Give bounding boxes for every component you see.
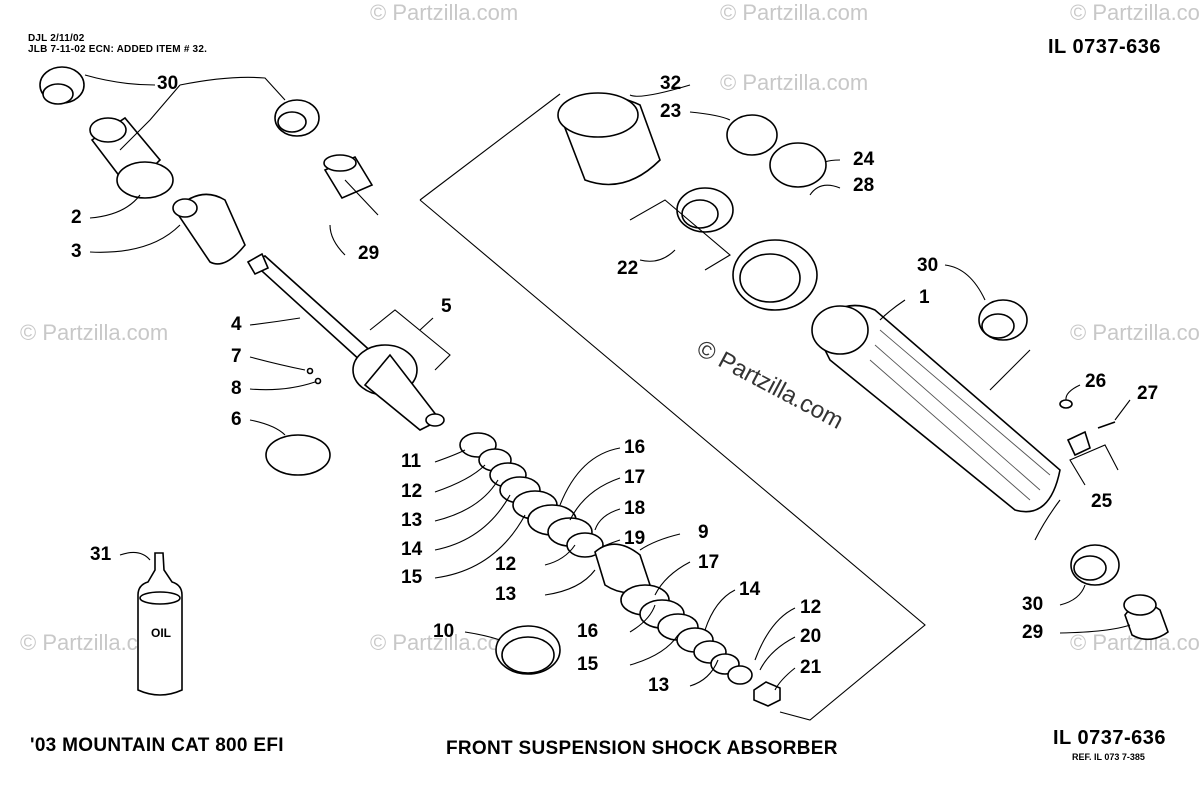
part-lower-stack — [620, 584, 753, 685]
callout-26: 26 — [1085, 371, 1107, 392]
part-body-1 — [811, 304, 1061, 513]
part-shaft-4 — [246, 252, 377, 363]
part-bushing-30-d — [1070, 544, 1120, 586]
part-nut-21 — [753, 681, 781, 707]
callout-20: 20 — [800, 626, 822, 647]
callout-12-c: 12 — [800, 597, 822, 618]
callout-5: 5 — [441, 296, 452, 317]
watermark-5: © Partzilla.com — [1070, 320, 1200, 345]
callout-24: 24 — [853, 149, 875, 170]
section-title: FRONT SUSPENSION SHOCK ABSORBER — [446, 738, 838, 759]
callout-14-a: 14 — [401, 539, 423, 560]
watermark-2: © Partzilla.com — [720, 0, 869, 25]
callout-16-a: 16 — [624, 437, 646, 458]
watermark-7: © Partzilla.com — [370, 630, 519, 655]
callout-17-b: 17 — [698, 552, 720, 573]
callout-29-a: 29 — [358, 243, 380, 264]
callout-25: 25 — [1091, 491, 1113, 512]
model-title: '03 MOUNTAIN CAT 800 EFI — [30, 735, 284, 756]
part-collar-28 — [732, 239, 818, 311]
callout-23: 23 — [660, 101, 682, 122]
watermark-3: © Partzilla.com — [1070, 0, 1200, 25]
callout-13-c: 13 — [648, 675, 670, 696]
callout-28: 28 — [853, 175, 875, 196]
callout-13-a: 13 — [401, 510, 423, 531]
part-bushing-30-c — [978, 299, 1028, 341]
part-ring-23 — [726, 114, 778, 156]
callout-27: 27 — [1137, 383, 1159, 404]
callout-12-b: 12 — [495, 554, 517, 575]
oil-bottle-31 — [137, 552, 183, 696]
reference-id-top: IL 0737-636 — [1048, 36, 1161, 58]
callout-3: 3 — [71, 241, 82, 262]
callout-6: 6 — [231, 409, 242, 430]
part-sleeve-29-b — [1123, 594, 1169, 641]
callout-18: 18 — [624, 498, 646, 519]
callout-2: 2 — [71, 207, 82, 228]
callout-13-b: 13 — [495, 584, 517, 605]
callout-1: 1 — [919, 287, 930, 308]
watermark-1: © Partzilla.com — [370, 0, 519, 25]
part-ring-10 — [495, 625, 561, 675]
callout-4: 4 — [231, 314, 242, 335]
part-sleeve-29-a — [323, 154, 374, 200]
watermark-4: © Partzilla.com — [20, 320, 169, 345]
revision-line-2: JLB 7-11-02 ECN: ADDED ITEM # 32. — [28, 44, 208, 55]
part-cap-32 — [557, 92, 661, 186]
callout-14-b: 14 — [739, 579, 761, 600]
callout-10: 10 — [433, 621, 455, 642]
part-eyelet-2 — [89, 116, 174, 199]
watermark-9: © Partzilla.com — [720, 70, 869, 95]
reference-id-bottom: IL 0737-636 — [1053, 727, 1166, 749]
part-cap-3 — [172, 193, 246, 265]
part-bushing-30-b — [274, 99, 320, 137]
part-seal-22 — [676, 187, 734, 233]
part-bushing-30-a — [39, 66, 85, 105]
revision-line-1: DJL 2/11/02 — [28, 33, 85, 44]
callout-8: 8 — [231, 378, 242, 399]
reference-small: REF. IL 073 7-385 — [1072, 752, 1145, 762]
callout-15-a: 15 — [401, 567, 423, 588]
callout-21: 21 — [800, 657, 822, 678]
callout-16-b: 16 — [577, 621, 599, 642]
callout-15-b: 15 — [577, 654, 599, 675]
part-ring-24 — [769, 142, 827, 188]
part-valve-25 — [1059, 399, 1116, 457]
callout-17-a: 17 — [624, 467, 646, 488]
callout-11: 11 — [401, 451, 422, 472]
part-oring-6 — [265, 434, 331, 476]
callout-30-b: 30 — [917, 255, 939, 276]
part-piston-5 — [352, 344, 445, 431]
callout-31: 31 — [90, 544, 112, 565]
callout-19: 19 — [624, 528, 646, 549]
oil-label: OIL — [151, 626, 171, 640]
callout-32: 32 — [660, 73, 682, 94]
callout-9: 9 — [698, 522, 709, 543]
callout-22: 22 — [617, 258, 639, 279]
part-shim-stack — [459, 432, 604, 558]
callout-29-b: 29 — [1022, 622, 1044, 643]
callout-30-c: 30 — [1022, 594, 1044, 615]
callout-7: 7 — [231, 346, 242, 367]
callout-30-a: 30 — [157, 73, 179, 94]
callout-12-a: 12 — [401, 481, 423, 502]
